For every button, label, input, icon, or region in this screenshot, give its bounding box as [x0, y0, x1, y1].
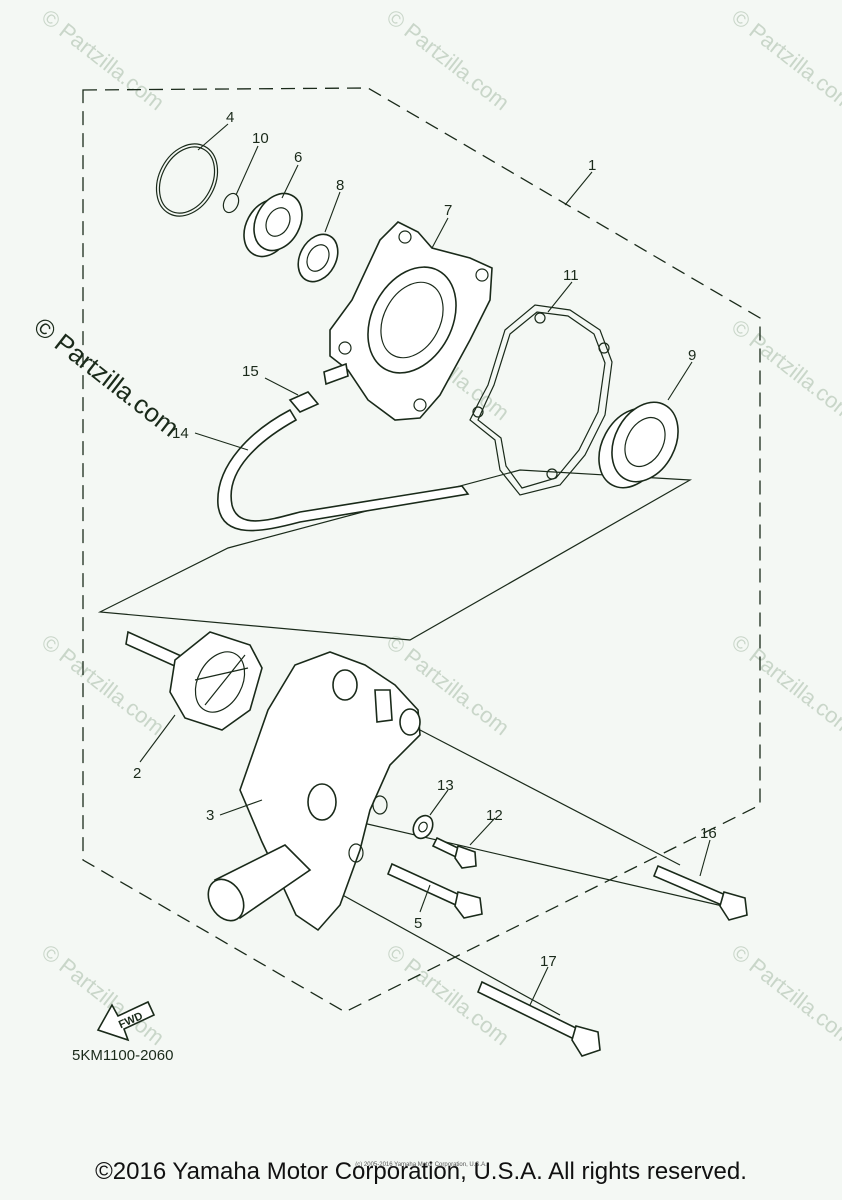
bolt-5-part: [386, 862, 483, 919]
oil-seal-part: [297, 233, 339, 283]
part-label-8: 8: [336, 177, 344, 194]
guide-lines: [97, 469, 741, 1016]
part-label-10: 10: [252, 130, 269, 147]
part-label-14: 14: [172, 425, 189, 442]
watermark: © Partzilla.com: [37, 939, 169, 1050]
leader-lines: [139, 123, 711, 1006]
washer-part: [412, 814, 434, 840]
part-label-13: 13: [437, 777, 454, 794]
part-label-6: 6: [294, 149, 302, 166]
bolt-16-part: [652, 864, 748, 921]
tiny-copyright: (c) 2005-2016 Yamaha Motor Corporation, …: [355, 1162, 487, 1168]
housing-cover-part: [323, 221, 493, 421]
part-labels: 4 10 6 8 7 1 11 9 15 14 2 3 13 12 5 16 1…: [133, 109, 717, 970]
part-label-7: 7: [444, 202, 452, 219]
copyright-footer: ©2016 Yamaha Motor Corporation, U.S.A. A…: [95, 1158, 747, 1185]
part-label-15: 15: [242, 363, 259, 380]
circlip-part: [222, 192, 240, 214]
part-label-16: 16: [700, 825, 717, 842]
watermark: © Partzilla.com: [727, 314, 842, 425]
watermark: © Partzilla.com: [382, 4, 514, 115]
bearing-part: [243, 192, 303, 258]
o-ring-part: [155, 143, 219, 217]
impeller-shaft-part: [125, 630, 263, 731]
bolt-17-part: [476, 980, 601, 1057]
part-label-17: 17: [540, 953, 557, 970]
hose-part: [217, 408, 470, 532]
assembly-boundary: [82, 87, 761, 1013]
watermark: © Partzilla.com: [727, 939, 842, 1050]
watermark-large: © Partzilla.com: [28, 311, 185, 443]
part-label-12: 12: [486, 807, 503, 824]
part-label-11: 11: [563, 267, 579, 284]
part-label-2: 2: [133, 765, 141, 782]
part-label-1: 1: [588, 157, 596, 174]
hose-clamp-part: [288, 391, 320, 413]
diagram-code: 5KM1100-2060: [72, 1047, 173, 1064]
pump-housing-part: [207, 651, 421, 932]
part-label-4: 4: [226, 109, 234, 126]
part-label-5: 5: [414, 915, 422, 932]
mechanical-seal-part: [598, 401, 679, 489]
watermark: © Partzilla.com: [727, 629, 842, 740]
bolt-12-part: [431, 836, 477, 869]
part-label-3: 3: [206, 807, 214, 824]
part-label-9: 9: [688, 347, 696, 364]
gasket-part: [469, 304, 613, 496]
watermark: © Partzilla.com: [37, 4, 169, 115]
watermark: © Partzilla.com: [727, 4, 842, 115]
